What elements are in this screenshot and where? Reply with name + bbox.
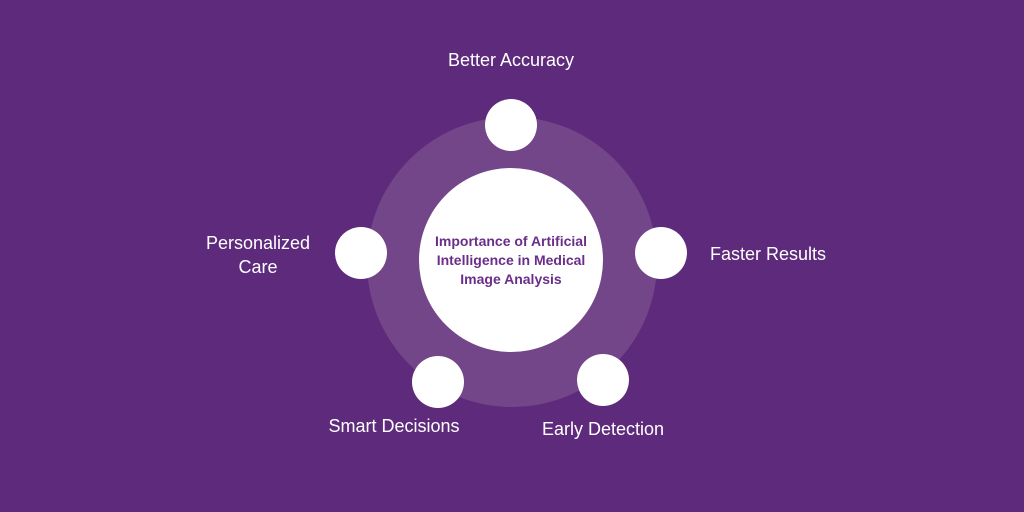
label-smart-decisions: Smart Decisions — [328, 416, 460, 436]
node-smart-decisions — [412, 356, 464, 408]
node-better-accuracy — [485, 99, 537, 151]
label-better-accuracy: Better Accuracy — [447, 50, 575, 70]
label-personalized-care: Personalized Care — [205, 233, 311, 277]
node-personalized-care — [335, 227, 387, 279]
center-circle: Importance of Artificial Intelligence in… — [419, 168, 603, 352]
label-faster-results: Faster Results — [709, 244, 827, 264]
node-faster-results — [635, 227, 687, 279]
center-title: Importance of Artificial Intelligence in… — [435, 232, 587, 287]
node-early-detection — [577, 354, 629, 406]
label-early-detection: Early Detection — [541, 419, 665, 439]
